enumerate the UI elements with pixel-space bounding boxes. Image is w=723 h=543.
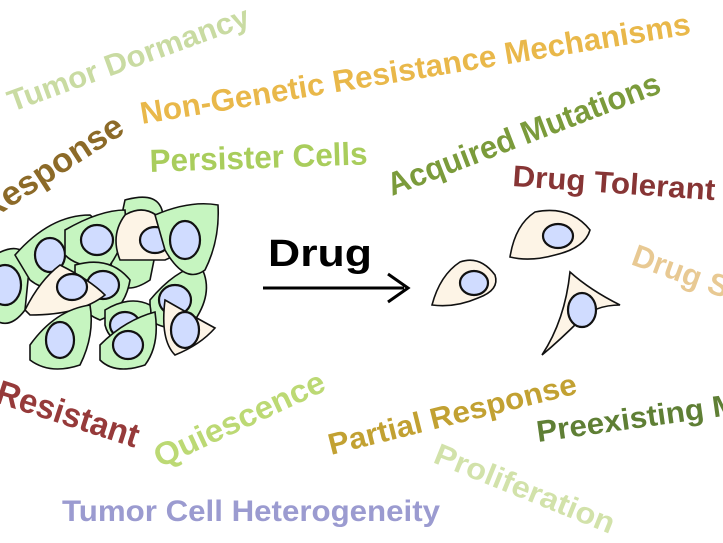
drug-label: Drug <box>268 233 372 275</box>
word-drug-sensitive: Drug Sensitive <box>628 238 723 344</box>
word-response: Response <box>0 107 131 229</box>
word-quiescence: Quiescence <box>148 364 331 475</box>
word-proliferation: Proliferation <box>429 438 619 541</box>
persister-cell-3 <box>541 270 621 356</box>
word-drug-tolerant: Drug Tolerant <box>512 160 717 207</box>
word-tumor-cell-heterogeneity: Tumor Cell Heterogeneity <box>62 495 440 528</box>
persister-cell-1 <box>430 259 497 307</box>
persister-cell-2 <box>509 209 591 260</box>
word-resistant: Resistant <box>0 373 144 455</box>
tumor-cell-cluster <box>0 196 220 370</box>
word-persister-cells: Persister Cells <box>149 135 368 179</box>
arrow-icon <box>263 272 411 304</box>
